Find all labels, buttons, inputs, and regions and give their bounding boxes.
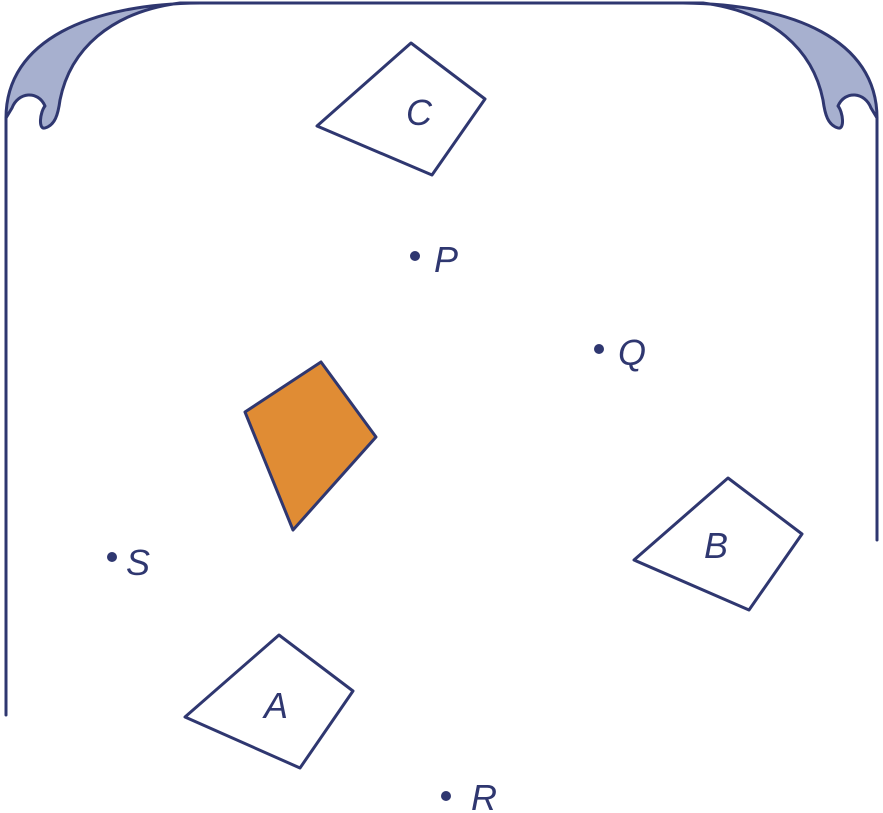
quadrilateral-a: A: [183, 633, 355, 770]
scroll-left-curl: [4, 1, 202, 130]
point-s-dot: [107, 552, 117, 562]
point-q: Q: [594, 332, 646, 373]
point-r-dot: [441, 791, 451, 801]
scroll-right-curl: [681, 1, 879, 130]
point-q-dot: [594, 344, 604, 354]
quadrilateral-c-outline: [315, 41, 487, 177]
point-s-label: S: [126, 542, 150, 583]
point-r-label: R: [471, 777, 497, 813]
point-p-dot: [410, 251, 420, 261]
point-p-label: P: [434, 239, 458, 280]
quadrilateral-b-label: B: [704, 525, 728, 566]
quadrilateral-a-label: A: [262, 685, 288, 726]
point-r: R: [441, 777, 497, 813]
shaded-quadrilateral: [243, 360, 378, 532]
quadrilateral-b: B: [632, 476, 804, 612]
quadrilateral-c: C: [315, 41, 487, 177]
quadrilateral-c-label: C: [406, 92, 433, 133]
quadrilateral-a-outline: [183, 633, 355, 770]
scroll-frame: [4, 1, 879, 717]
point-q-label: Q: [618, 332, 646, 373]
point-p: P: [410, 239, 458, 280]
quadrilateral-b-outline: [632, 476, 804, 612]
point-s: S: [107, 542, 150, 583]
